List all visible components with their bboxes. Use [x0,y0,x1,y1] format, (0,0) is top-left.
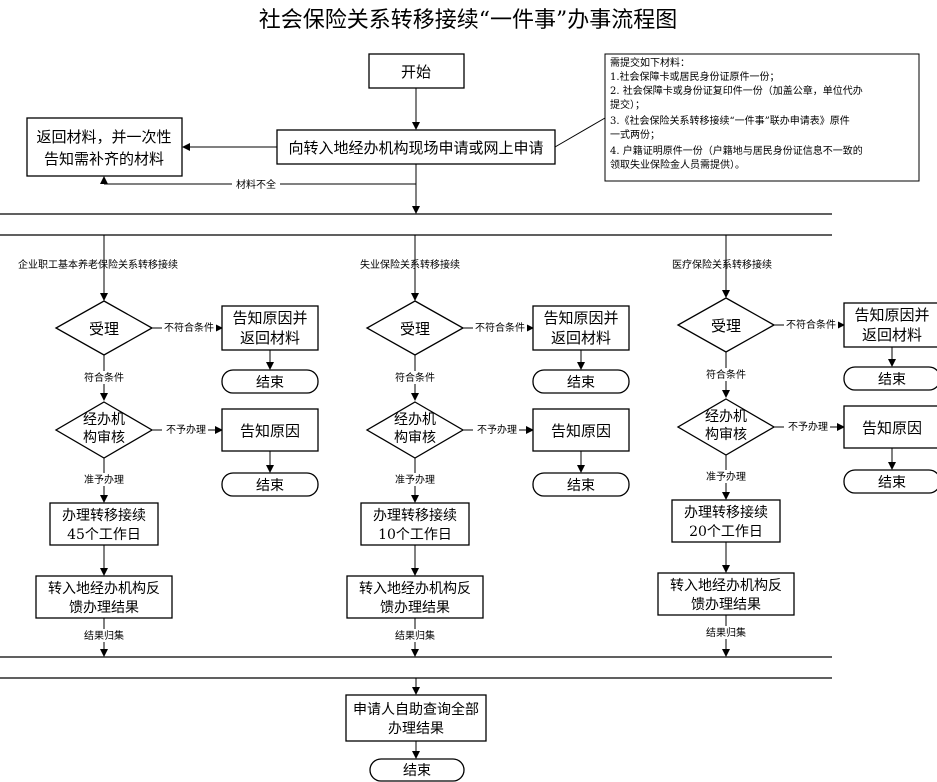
feedback-label: 转入地经办机构反 [670,578,782,594]
notify-return-label: 告知原因并 [854,306,929,324]
incomplete-label: 材料不全 [236,178,276,191]
return-materials-label: 告知需补齐的材料 [44,150,164,168]
meet-label: 符合条件 [395,371,435,384]
start-box [368,53,465,89]
feedback-box [346,575,484,619]
result-collect-label: 结果归集 [84,629,124,642]
end-label: 结束 [256,478,284,494]
notify-reason-label: 告知原因 [551,422,611,440]
end-terminal [532,472,630,497]
end-label: 结束 [567,478,595,494]
feedback-label: 馈办理结果 [691,597,761,613]
notify-return-label: 返回材料 [862,326,922,344]
not-meet-label: 不符合条件 [475,321,525,334]
start-label: 开始 [401,63,431,81]
approve-label: 准予办理 [395,473,435,486]
not-approve-label: 不予办理 [788,420,828,433]
materials-note-text: 需提交如下材料： 1.社会保障卡或居民身份证原件一份； 2. 社会保障卡或身份证… [610,56,863,171]
feedback-box [35,575,173,619]
return-materials-label: 返回材料，并一次性 [36,128,171,146]
end-label: 结束 [878,475,906,491]
review-label: 构审核 [83,430,125,446]
meet-label: 符合条件 [706,368,746,381]
self-query-label: 办理结果 [388,721,444,737]
note-line: 1.社会保障卡或居民身份证原件一份； [610,70,780,83]
review-label: 经办机 [705,409,747,425]
review-label: 构审核 [705,427,747,443]
end-label: 结束 [256,375,284,391]
page-title: 社会保险关系转移接续“一件事”办事流程图 [259,8,678,33]
return-materials-box [26,117,183,177]
not-approve-label: 不予办理 [166,423,206,436]
notify-reason-box [843,405,937,449]
apply-label: 向转入地经办机构现场申请或网上申请 [288,139,543,157]
note-line: 需提交如下材料： [610,56,690,69]
end-label: 结束 [878,372,906,388]
feedback-label: 转入地经办机构反 [359,581,471,597]
notify-return-box [532,305,630,351]
materials-note [604,53,920,182]
result-collect-label: 结果归集 [706,626,746,639]
process-days-label: 20个工作日 [689,524,763,540]
note-line: 领取失业保险金人员需提供）。 [610,158,745,171]
result-collect-label: 结果归集 [395,629,435,642]
process-days-label: 10个工作日 [378,527,452,543]
approve-label: 准予办理 [706,470,746,483]
not-approve-label: 不予办理 [477,423,517,436]
feedback-label: 馈办理结果 [380,600,450,616]
feedback-label: 馈办理结果 [69,600,139,616]
feedback-box [657,572,795,616]
accept-label: 受理 [711,317,741,335]
process-box [360,502,470,546]
accept-label: 受理 [89,320,119,338]
process-label: 办理转移接续 [62,507,146,524]
review-label: 经办机 [83,412,125,428]
apply-box [276,129,556,165]
notify-return-label: 告知原因并 [232,309,307,327]
self-query-box [345,694,487,742]
notify-reason-label: 告知原因 [240,422,300,440]
approve-label: 准予办理 [84,473,124,486]
note-line: 4. 户籍证明原件一份（户籍地与居民身份证信息不一致的 [610,144,863,157]
notify-return-label: 返回材料 [240,329,300,347]
note-line: 3.《社会保险关系转移接续“一件事”联办申请表》原件 [610,114,850,127]
review-label: 经办机 [394,412,436,428]
accept-label: 受理 [400,320,430,338]
end-terminal [843,366,937,391]
branch-title: 医疗保险关系转移接续 [672,258,772,271]
notify-return-box [221,305,319,351]
not-meet-label: 不符合条件 [164,321,214,334]
process-label: 办理转移接续 [684,504,768,521]
final-end-label: 结束 [403,763,431,779]
process-box [49,502,159,546]
feedback-label: 转入地经办机构反 [48,581,160,597]
branch-title: 失业保险关系转移接续 [360,258,460,271]
notify-return-label: 返回材料 [551,329,611,347]
note-connector [554,117,606,148]
meet-label: 符合条件 [84,371,124,384]
process-label: 办理转移接续 [373,507,457,524]
end-label: 结束 [567,375,595,391]
branch-title: 企业职工基本养老保险关系转移接续 [18,258,178,271]
self-query-label: 申请人自助查询全部 [353,701,479,718]
end-terminal [843,469,937,494]
final-end-terminal [369,758,465,782]
notify-reason-label: 告知原因 [862,419,922,437]
notify-return-label: 告知原因并 [543,309,618,327]
note-line: 提交）； [610,98,645,111]
review-label: 构审核 [394,430,436,446]
notify-reason-box [532,408,630,452]
process-days-label: 45个工作日 [67,527,141,543]
process-box [671,499,781,543]
end-terminal [221,472,319,497]
note-line: 一式两份； [610,128,660,141]
not-meet-label: 不符合条件 [786,318,836,331]
end-terminal [532,369,630,394]
note-line: 2. 社会保障卡或身份证复印件一份（加盖公章，单位代办 [610,84,863,97]
end-terminal [221,369,319,394]
